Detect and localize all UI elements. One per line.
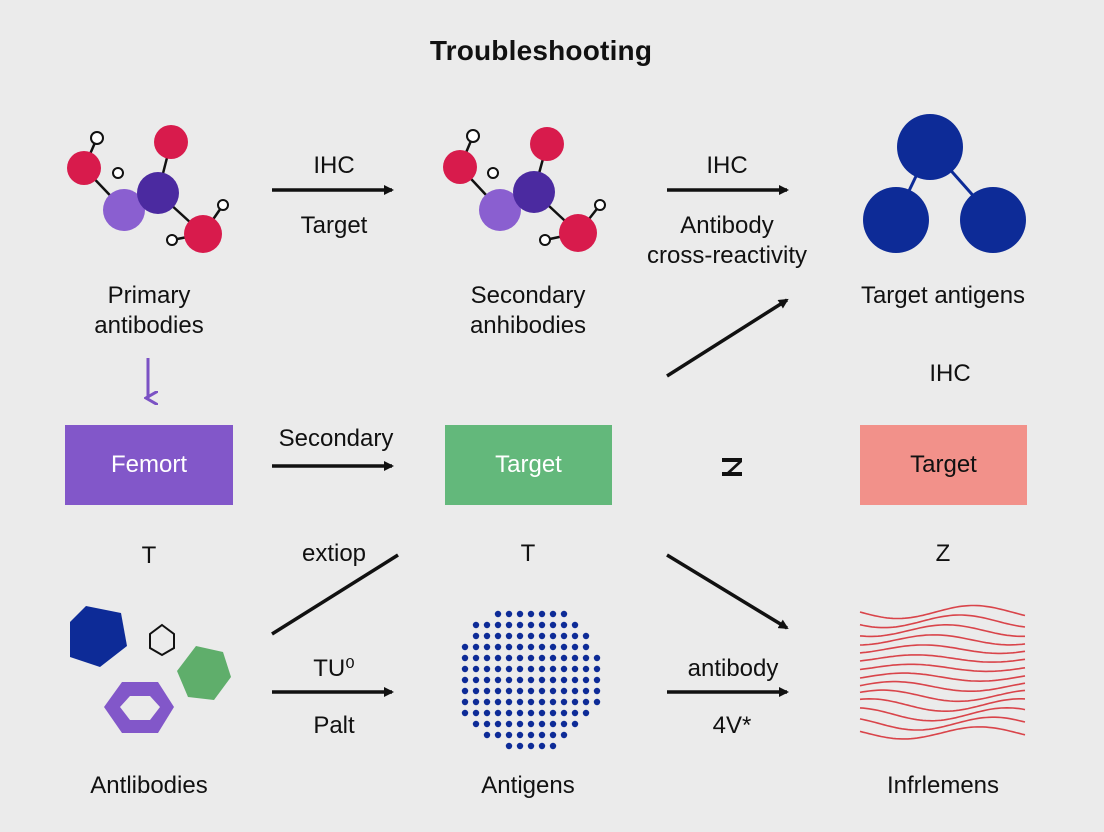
femort-box-label: Femort <box>110 451 187 478</box>
page-title: Troubleshooting <box>429 35 653 66</box>
label-target-antigens: Target antigens <box>860 282 1026 309</box>
target-green-box: Target <box>445 425 612 505</box>
femort-box: Femort <box>65 425 233 505</box>
edge-label-4v: 4V* <box>712 712 752 739</box>
edge-label-t-mid: T <box>520 540 536 567</box>
target-green-box-label: Target <box>495 451 562 478</box>
edge-label-z-right: Z <box>935 540 951 567</box>
target-salmon-box: Target <box>860 425 1027 505</box>
arrow-diagonal-down <box>666 553 789 630</box>
antigens-dot-cluster-icon <box>461 610 601 750</box>
edge-label-extiop: extiop <box>301 540 367 567</box>
edge-label-secondary: Secondary <box>278 425 394 452</box>
primary-antibody-molecule-icon <box>67 125 229 253</box>
edge-label-ihc-1: IHC <box>313 152 355 179</box>
target-antigens-icon <box>863 114 1026 253</box>
edge-label-ihc-2: IHC <box>706 152 748 179</box>
edge-label-tu: TU⁰ <box>313 655 355 682</box>
antlibodies-hexagons-icon <box>70 606 231 733</box>
infrlemens-wave-lines-icon <box>859 604 1026 740</box>
z-glyph-icon <box>722 458 742 476</box>
arrow-diagonal-up <box>666 298 789 378</box>
secondary-antibody-molecule-icon <box>443 127 606 252</box>
line-diagonal-extiop <box>271 553 399 636</box>
edge-label-t-left: T <box>141 542 157 569</box>
label-antlibodies: Antlibodies <box>90 772 208 799</box>
target-salmon-box-label: Target <box>910 451 977 478</box>
label-antigens: Antigens <box>481 772 575 799</box>
edge-label-antibody: antibody <box>687 655 779 682</box>
edge-label-target-1: Target <box>300 212 368 239</box>
label-infrlemens: Infrlemens <box>886 772 1000 799</box>
edge-label-palt: Palt <box>313 712 355 739</box>
edge-label-ihc-3: IHC <box>929 360 971 387</box>
